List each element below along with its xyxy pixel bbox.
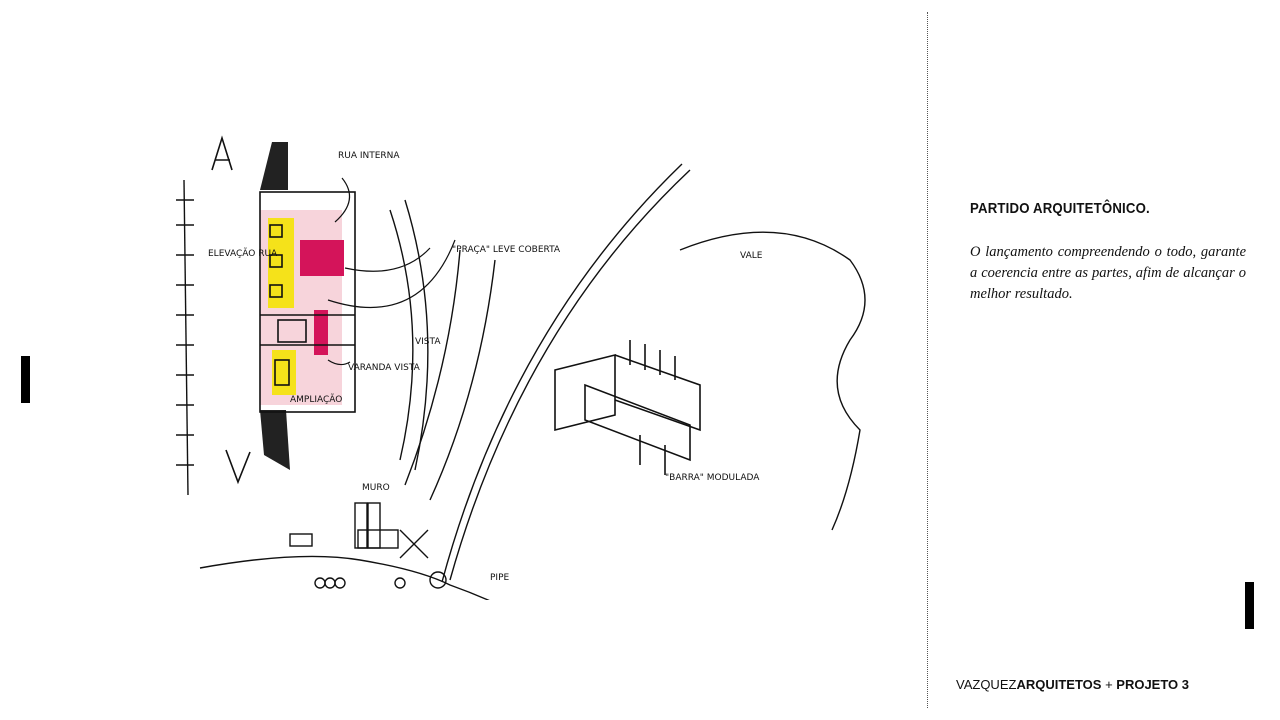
yellow-block-top (268, 218, 294, 308)
yellow-block-bottom (272, 350, 296, 395)
hatch-bottom (260, 410, 290, 470)
label-vale: VALE (740, 251, 763, 261)
label-ampliacao: AMPLIAÇÃO (290, 394, 342, 405)
label-rua-interna: RUA INTERNA (338, 151, 400, 161)
label-muro: MURO (362, 483, 390, 493)
project-label: PROJETO 3 (1116, 677, 1190, 692)
brand-light: VAZQUEZ (956, 677, 1017, 692)
magenta-block-mid (314, 310, 328, 355)
vertical-divider (927, 12, 928, 708)
section-body: O lançamento compreendendo o todo, garan… (970, 244, 1246, 302)
label-vista: VISTA (415, 337, 441, 347)
magenta-block-top (300, 240, 344, 276)
section-heading: PARTIDO ARQUITETÔNICO. (970, 200, 1150, 217)
label-varanda: VARANDA VISTA (348, 363, 421, 373)
architectural-sketch: RUA INTERNA "PRAÇA" LEVE COBERTA VALE VI… (176, 135, 866, 600)
label-barra: "BARRA" MODULADA (665, 473, 760, 483)
left-accent-bar (21, 356, 30, 403)
brand-separator: + (1105, 677, 1113, 692)
label-praca: "PRAÇA" LEVE COBERTA (452, 245, 561, 255)
footer-brand: VAZQUEZARQUITETOS + PROJETO 3 (956, 677, 1189, 692)
label-pipe: PIPE (490, 573, 510, 583)
label-elevacao: ELEVAÇÃO RUA (208, 248, 278, 259)
right-accent-bar (1245, 582, 1254, 629)
brand-bold: ARQUITETOS (1016, 677, 1102, 692)
hatch-top (260, 142, 288, 190)
